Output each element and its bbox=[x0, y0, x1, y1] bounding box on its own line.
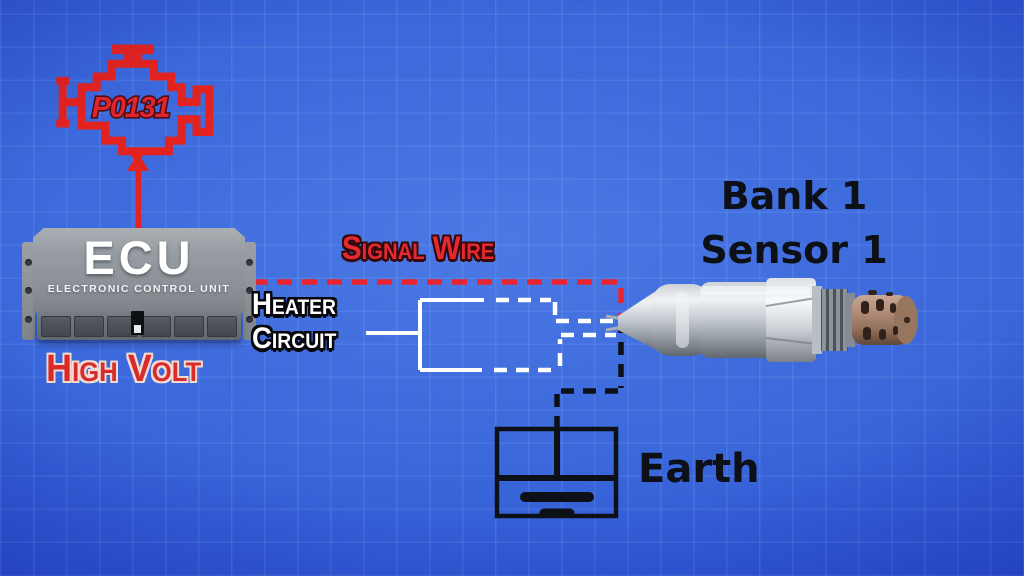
engine-left-bar bbox=[56, 76, 82, 128]
heater-circuit-label-line2: Circuit bbox=[252, 321, 337, 355]
ecu-body: ECU ELECTRONIC CONTROL UNIT bbox=[33, 228, 245, 313]
check-engine-icon: P0131 bbox=[56, 44, 214, 166]
heater-wire-bracket bbox=[366, 298, 484, 372]
trouble-code-label: P0131 bbox=[92, 92, 170, 124]
screw-hole-icon bbox=[246, 287, 253, 295]
engine-top-cap bbox=[111, 44, 154, 66]
ecu-connector bbox=[37, 313, 241, 340]
signal-wire-label: Signal Wire bbox=[342, 230, 495, 266]
screw-hole-icon bbox=[246, 316, 253, 324]
ecu-pin bbox=[74, 316, 105, 337]
ecu-mounting-tab-left bbox=[22, 242, 35, 340]
earth-ground-icon bbox=[494, 426, 619, 519]
ecu-pin bbox=[41, 316, 72, 337]
bank-sensor-label: Bank 1 Sensor 1 bbox=[688, 170, 900, 278]
heater-circuit-label-line1: Heater bbox=[252, 288, 336, 321]
sensor-threads bbox=[821, 289, 848, 351]
oxygen-sensor-image bbox=[605, 278, 918, 362]
ecu-box: ECU ELECTRONIC CONTROL UNIT bbox=[22, 228, 256, 340]
earth-label: Earth bbox=[638, 446, 760, 492]
screw-hole-icon bbox=[246, 258, 253, 266]
ecu-pin bbox=[173, 316, 204, 337]
ecu-pin bbox=[206, 316, 238, 337]
ecu-mounting-tab-right bbox=[243, 242, 256, 340]
bank-label: Bank 1 bbox=[720, 174, 868, 218]
screw-hole-icon bbox=[25, 258, 32, 266]
screw-hole-icon bbox=[25, 287, 32, 295]
sensor-cone bbox=[618, 287, 662, 353]
screw-hole-icon bbox=[25, 316, 32, 324]
ecu-pin bbox=[140, 316, 171, 337]
ecu-connector-clip bbox=[131, 311, 144, 335]
sensor-body bbox=[700, 282, 774, 358]
heater-wire-top bbox=[496, 297, 616, 324]
heater-wire-bottom bbox=[494, 332, 616, 373]
sensor-label: Sensor 1 bbox=[700, 227, 888, 272]
warning-arrow-line bbox=[136, 170, 141, 230]
ecu-title: ECU bbox=[83, 231, 195, 284]
heater-circuit-label: Heater Circuit bbox=[252, 288, 336, 355]
ecu-subtitle: ELECTRONIC CONTROL UNIT bbox=[47, 283, 231, 296]
high-volt-label: High Volt bbox=[46, 348, 202, 390]
sensor-tip-slots bbox=[861, 290, 898, 340]
warning-arrow-head bbox=[127, 153, 149, 171]
